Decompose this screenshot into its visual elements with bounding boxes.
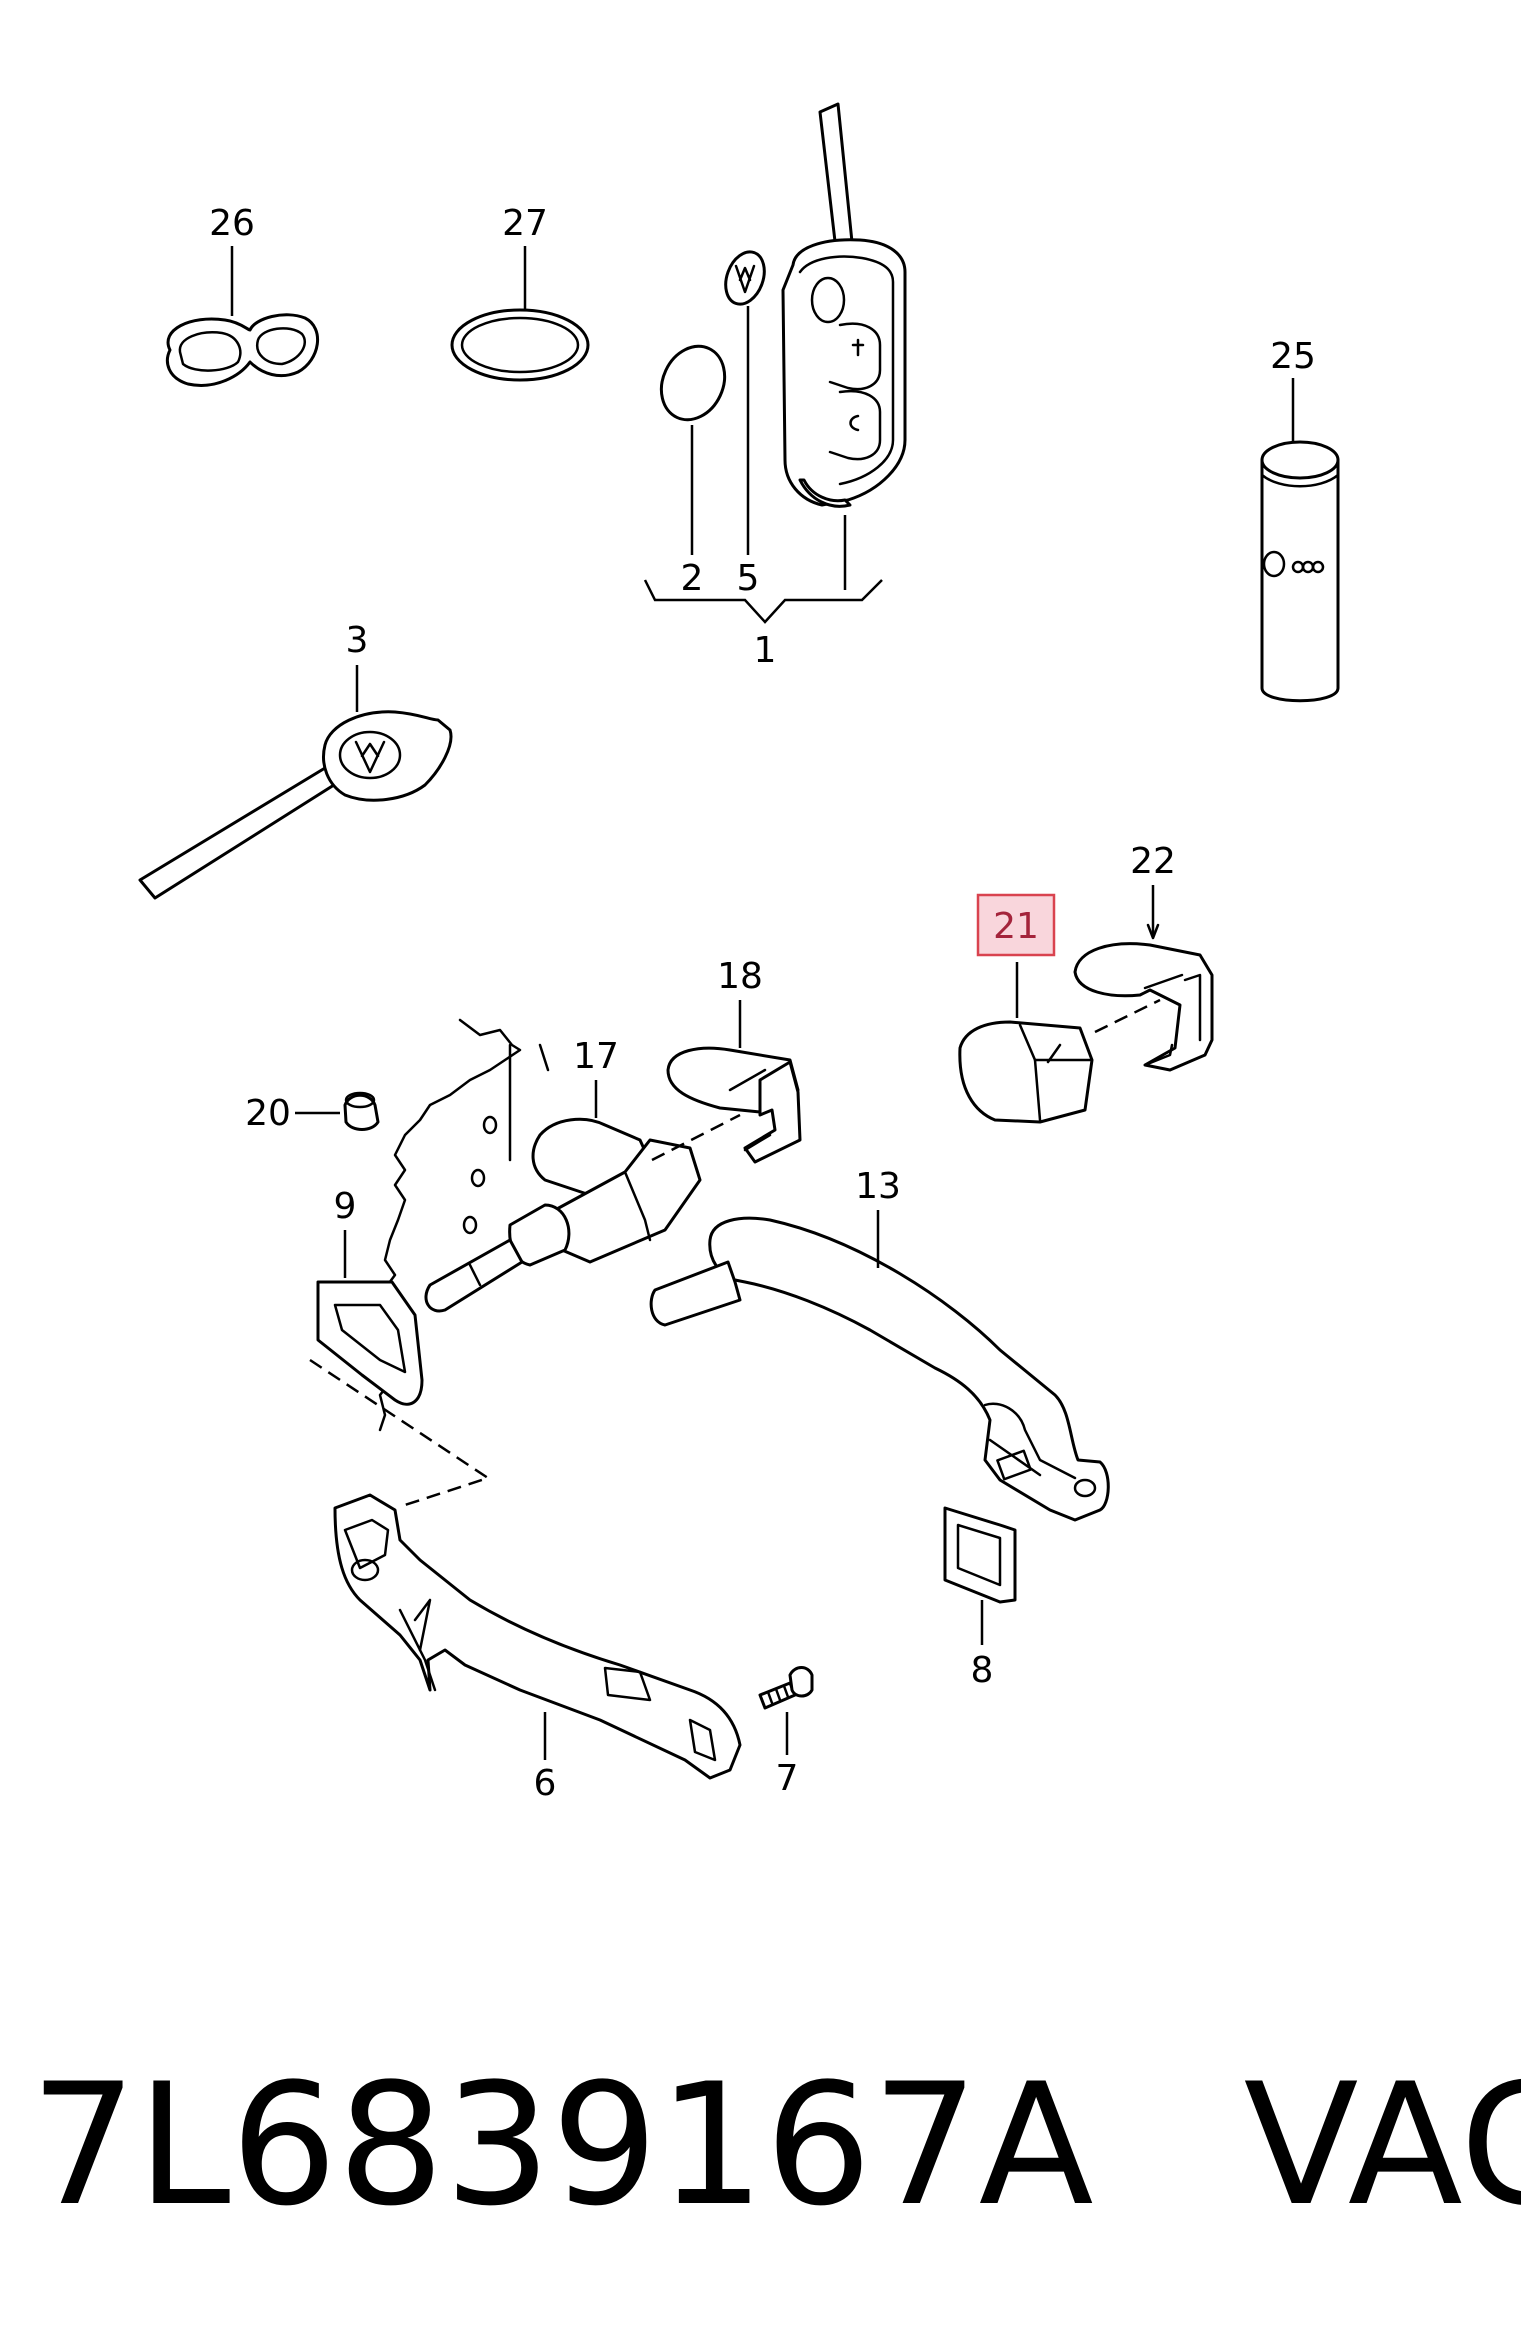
- footer-caption: 7L6839167A VAG: [30, 2045, 1521, 2245]
- part-22-cover: [1073, 885, 1214, 1072]
- callout-21-highlight-box: [976, 893, 1056, 957]
- callout-6: 6: [534, 1763, 557, 1804]
- part-17-lock-cylinder: [424, 1080, 702, 1313]
- callout-3: 3: [346, 620, 369, 661]
- callout-8: 8: [971, 1650, 994, 1691]
- callout-27: 27: [502, 203, 548, 244]
- connector-9-6: [309, 1358, 491, 1507]
- callout-21: 21: [993, 906, 1039, 947]
- callout-2: 2: [681, 558, 704, 599]
- connector-21-22: [1094, 998, 1161, 1034]
- callout-1: 1: [754, 630, 777, 671]
- callout-7: 7: [776, 1758, 799, 1799]
- part-26-double-seal: [165, 246, 320, 387]
- callout-22: 22: [1130, 841, 1176, 882]
- part-6-handle-carrier: [333, 1493, 742, 1780]
- brand-name: VAG: [1243, 2047, 1521, 2243]
- callout-26: 26: [209, 203, 255, 244]
- part-25-spray-can: [1260, 378, 1340, 703]
- callout-9: 9: [334, 1186, 357, 1227]
- part-18-lock-cap: [666, 1000, 802, 1164]
- callout-13: 13: [855, 1166, 901, 1207]
- part-9-gasket: [316, 1230, 424, 1406]
- part-3-key-blade: [138, 665, 453, 900]
- part-21-cap: [958, 962, 1094, 1124]
- part-1-key-remote: [781, 102, 907, 590]
- callout-20: 20: [245, 1093, 291, 1134]
- callout-17: 17: [573, 1036, 619, 1077]
- part-8-gasket: [943, 1506, 1017, 1645]
- part-7-bolt: [758, 1666, 814, 1755]
- part-number: 7L6839167A: [30, 2047, 1094, 2243]
- callout-25: 25: [1270, 336, 1316, 377]
- callout-1-brace: [643, 579, 883, 624]
- part-5-emblem: [724, 250, 766, 555]
- part-2-cap: [659, 344, 727, 555]
- callout-5: 5: [737, 558, 760, 599]
- callout-18: 18: [717, 956, 763, 997]
- connector-17-18: [651, 1113, 741, 1162]
- part-20-plug: [295, 1091, 380, 1131]
- part-13-door-handle: [649, 1210, 1110, 1522]
- part-27-o-ring: [450, 246, 590, 382]
